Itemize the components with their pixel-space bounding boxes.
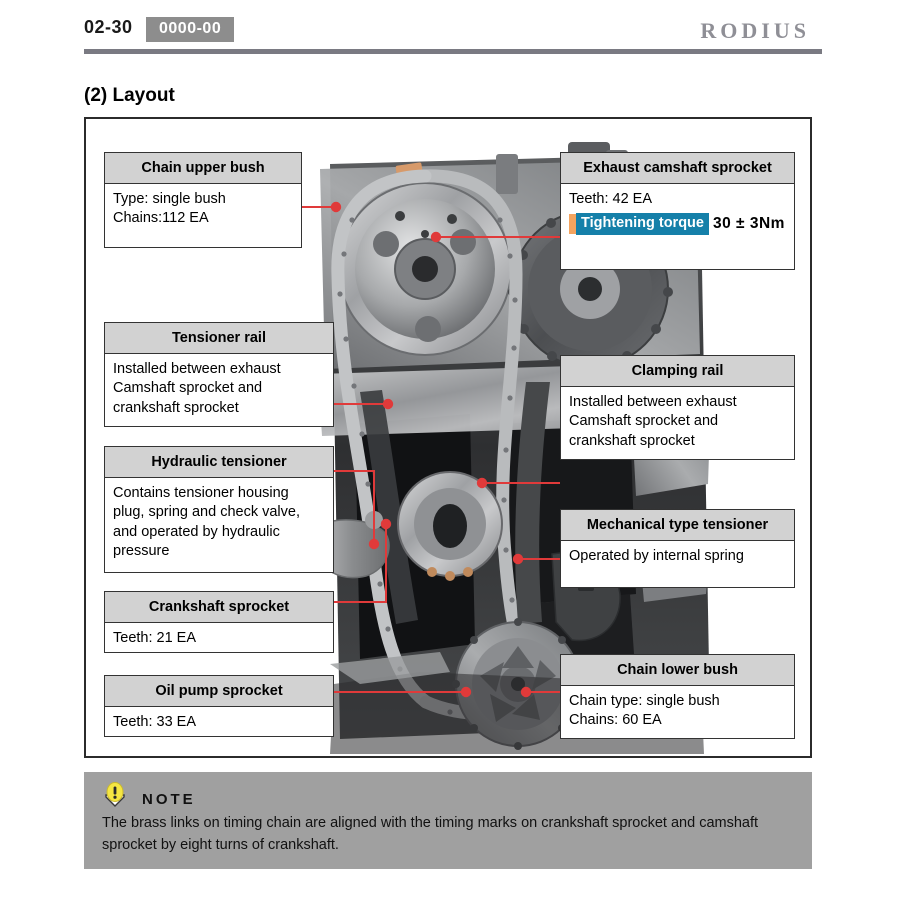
callout-line: Installed between exhaust (569, 394, 737, 411)
callout-body: Teeth: 33 EA (105, 707, 333, 740)
callout-line: Chains:112 EA (113, 210, 209, 227)
callout-body: Installed between exhaust Camshaft sproc… (561, 387, 794, 459)
callout-title: Hydraulic tensioner (105, 447, 333, 479)
warning-exclamation-icon (102, 782, 128, 817)
callout-body: Teeth: 42 EA Tightening torque 30 ± 3Nm (561, 184, 794, 243)
callout-line: crankshaft sprocket (113, 399, 239, 416)
callout-title: Exhaust camshaft sprocket (561, 153, 794, 185)
callout-line: Operated by internal spring (569, 548, 744, 565)
callout-hydraulic-tensioner: Hydraulic tensioner Contains tensioner h… (104, 446, 334, 573)
callout-title: Oil pump sprocket (105, 676, 333, 708)
tightening-torque-row: Tightening torque 30 ± 3Nm (569, 213, 786, 236)
note-title: NOTE (142, 791, 196, 808)
callout-body: Operated by internal spring (561, 541, 794, 574)
callout-title: Crankshaft sprocket (105, 592, 333, 624)
callout-chain-lower-bush: Chain lower bush Chain type: single bush… (560, 654, 795, 739)
callout-body: Contains tensioner housing plug, spring … (105, 478, 333, 569)
callout-exhaust-camshaft-sprocket: Exhaust camshaft sprocket Teeth: 42 EA T… (560, 152, 795, 270)
callout-line: Installed between exhaust (113, 361, 281, 378)
callout-line: Teeth: 21 EA (113, 630, 197, 647)
callout-body: Chain type: single bush Chains: 60 EA (561, 686, 794, 739)
callout-line: plug, spring and check valve, (113, 504, 300, 521)
header-divider (84, 49, 822, 54)
callout-title: Clamping rail (561, 356, 794, 388)
callout-title: Tensioner rail (105, 323, 333, 355)
callout-line: Teeth: 42 EA (569, 191, 653, 208)
callout-body: Installed between exhaust Camshaft sproc… (105, 354, 333, 426)
callout-line: Teeth: 33 EA (113, 714, 197, 731)
callout-line: Camshaft sprocket and (569, 413, 719, 430)
document-code-badge: 0000-00 (146, 17, 235, 42)
callout-tensioner-rail: Tensioner rail Installed between exhaust… (104, 322, 334, 427)
callout-line: Chains: 60 EA (569, 712, 662, 729)
page-number: 02-30 (84, 17, 133, 37)
callout-line: crankshaft sprocket (569, 432, 695, 449)
brand-logo: RODIUS (700, 18, 810, 43)
page-header: 02-30 0000-00 RODIUS (0, 0, 906, 58)
callout-crankshaft-sprocket: Crankshaft sprocket Teeth: 21 EA (104, 591, 334, 653)
callout-title: Chain lower bush (561, 655, 794, 687)
callout-line: Camshaft sprocket and (113, 380, 263, 397)
callout-title: Mechanical type tensioner (561, 510, 794, 542)
callout-chain-upper-bush: Chain upper bush Type: single bush Chain… (104, 152, 302, 248)
callout-line: pressure (113, 542, 170, 559)
callout-oil-pump-sprocket: Oil pump sprocket Teeth: 33 EA (104, 675, 334, 737)
layout-figure-frame: Chain upper bush Type: single bush Chain… (84, 117, 812, 758)
callout-body: Type: single bush Chains:112 EA (105, 184, 301, 237)
torque-label: Tightening torque (576, 213, 709, 236)
callout-line: Contains tensioner housing (113, 485, 289, 502)
callout-mechanical-type-tensioner: Mechanical type tensioner Operated by in… (560, 509, 795, 588)
callout-line: Type: single bush (113, 191, 226, 208)
page-title: (2) Layout (84, 85, 175, 106)
note-text: The brass links on timing chain are alig… (102, 815, 759, 854)
note-block: NOTE The brass links on timing chain are… (84, 772, 812, 869)
callout-clamping-rail: Clamping rail Installed between exhaust … (560, 355, 795, 460)
callout-line: and operated by hydraulic (113, 523, 280, 540)
callout-title: Chain upper bush (105, 153, 301, 185)
note-header: NOTE (102, 782, 196, 817)
callout-line: Chain type: single bush (569, 693, 720, 710)
callout-body: Teeth: 21 EA (105, 623, 333, 656)
torque-accent-bar (569, 214, 576, 235)
torque-value: 30 ± 3Nm (712, 214, 785, 232)
